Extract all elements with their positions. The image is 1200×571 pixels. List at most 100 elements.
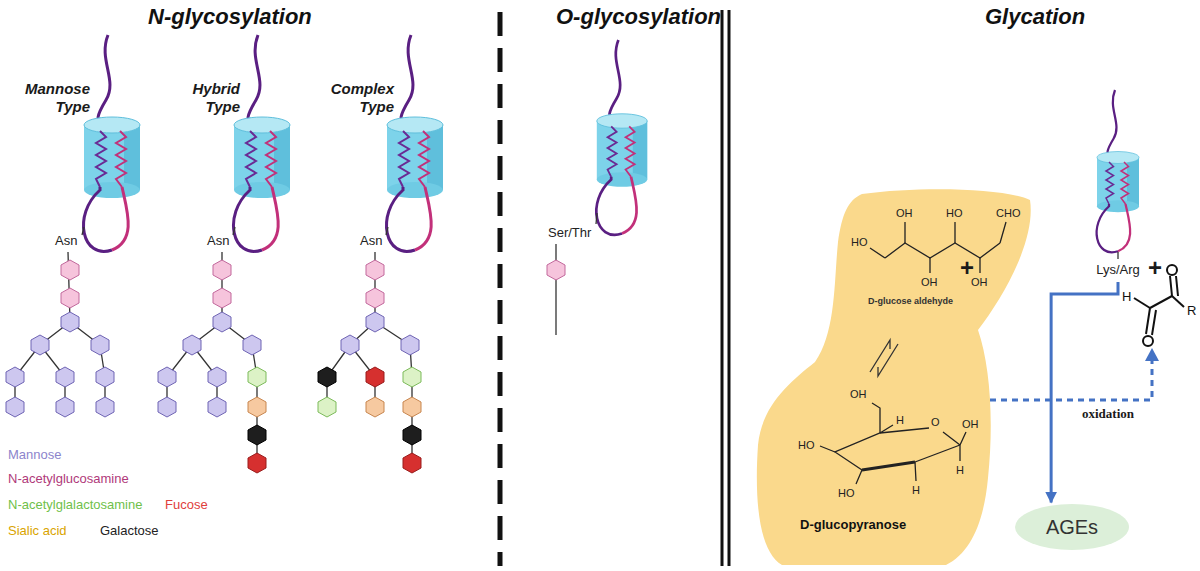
glycan-hexagons-part (248, 425, 266, 445)
oxidation-dotted-arrow (990, 348, 1159, 400)
glycan-hexagons-part (213, 260, 231, 280)
dicarbonyl-structure-part (1146, 308, 1156, 335)
legend-color-text: Sialic acid (8, 523, 67, 538)
glucose-blob-shape (752, 186, 1037, 568)
node-text: AGEs (1046, 516, 1098, 539)
legend-entry: Mannose (8, 448, 61, 463)
glycan-hexagons-part (403, 453, 421, 473)
glycan-bonds-part (386, 227, 388, 235)
glycan-hexagons-part (318, 367, 336, 387)
glycan-hexagons-part (366, 260, 384, 280)
glucose-blob-fill (757, 189, 1031, 565)
legend-color-text: Galactose (100, 523, 159, 538)
glycan-bonds-part (1117, 252, 1118, 259)
oxidation-dotted-arrow-part (990, 360, 1152, 400)
legend-entry: Fucose (165, 498, 208, 513)
legend-text: Mannose (8, 447, 61, 462)
equilibrium-arrows-part (878, 344, 898, 376)
atom-label: O (931, 416, 940, 429)
dicarbonyl-structure-part (1167, 265, 1177, 275)
glucopyranose-bonds-part (915, 445, 960, 462)
residue-label: Asn (55, 234, 77, 249)
product-ellipse: AGEs (1014, 503, 1130, 551)
glycan-hexagons-part (183, 335, 201, 355)
glucopyranose-bonds-part (820, 403, 966, 484)
residue-label: Ser/Thr (548, 226, 591, 241)
residue-node: Lys/Arg (1094, 262, 1142, 279)
reaction-arrow (1051, 282, 1118, 503)
atom-label: HO (851, 236, 868, 249)
atom-label: H (956, 464, 964, 477)
residue-label: Asn (360, 234, 382, 249)
legend-entry: N-acetylglalactosamine (8, 498, 142, 513)
atom-label: OH (850, 388, 867, 401)
glycan-hexagons-part (248, 397, 266, 417)
dicarbonyl-structure-part (1134, 298, 1150, 308)
glycan-type-label: Mannose Type (18, 80, 90, 116)
panel-title: Glycation (985, 4, 1085, 29)
glycan-bonds-part (82, 227, 84, 235)
glycan-type-label: Hybrid Type (180, 80, 240, 116)
membrane-proteins-part (233, 35, 290, 251)
glycan-hexagons-part (96, 367, 114, 387)
divider-lines-part (721, 10, 724, 566)
atom-label: H (896, 414, 904, 427)
glycan-hexagons-part (403, 397, 421, 417)
legend-entry: N-acetylglucosamine (8, 472, 129, 487)
atom-label: HO (798, 439, 815, 452)
node-text: D-glucose aldehyde (868, 296, 953, 306)
legend-text: Fucose (165, 497, 208, 512)
glycan-hexagons-part (6, 397, 24, 417)
glycan-hexagons-part (91, 335, 109, 355)
glycan-hexagons-part (61, 260, 79, 280)
glycan-hexagons-part (366, 367, 384, 387)
panel-title: N-glycosylation (148, 4, 312, 29)
legend-text: Sialic acid (8, 523, 67, 538)
glycan-bonds-part (233, 227, 235, 235)
glucopyranose-bonds (820, 403, 966, 484)
node-text: D-glucopyranose (800, 518, 906, 533)
glucose-aldehyde-bonds-part (870, 222, 1006, 273)
atom-label: HO (946, 207, 963, 220)
panel-title: O-glycosylation (556, 4, 721, 29)
residue-label: Asn (207, 234, 229, 249)
glycan-hexagons-part (61, 288, 79, 308)
glycan-hexagons-part (403, 425, 421, 445)
glucose-aldehyde-bonds (870, 222, 1006, 273)
glycan-hexagons-part (318, 397, 336, 417)
glycan-hexagons-part (366, 397, 384, 417)
dicarbonyl-structure-part (1143, 336, 1153, 346)
divider-lines-part (498, 12, 503, 566)
glycan-bonds-part (555, 244, 556, 335)
glucopyranose-bonds-part (835, 428, 960, 470)
dicarbonyl-structure-part (1172, 296, 1184, 307)
legend-text: N-acetylglucosamine (8, 471, 129, 486)
atom-label: H (912, 484, 920, 497)
glycan-hexagons-part (366, 288, 384, 308)
glycan-hexagons-part (208, 367, 226, 387)
glycan-hexagons-part (56, 397, 74, 417)
membrane-proteins-part (596, 40, 647, 235)
glycan-type-label: Complex Type (322, 80, 394, 116)
glycan-hexagons-part (96, 397, 114, 417)
glycan-hexagons-part (213, 288, 231, 308)
atom-label: CHO (996, 207, 1020, 220)
glycan-bonds-part (327, 252, 412, 463)
glycan-hexagons-part (248, 367, 266, 387)
oxidation-dotted-arrow-part (1145, 348, 1159, 361)
glycan-hexagons-part (341, 335, 359, 355)
divider-lines-part (728, 10, 731, 566)
glucose-aldehyde-bonds-part (885, 243, 1000, 258)
legend-entry: Galactose (100, 524, 159, 539)
legend-color-text: N-acetylglalactosamine (8, 497, 142, 512)
equilibrium-arrows (870, 340, 898, 376)
ellipse-fill (1015, 504, 1129, 550)
legend-text: Galactose (100, 523, 159, 538)
glycan-hexagons-part (158, 367, 176, 387)
equilibrium-arrows-part (870, 340, 890, 372)
atom-label: H (1122, 289, 1131, 304)
atom-label: R (1187, 303, 1196, 318)
